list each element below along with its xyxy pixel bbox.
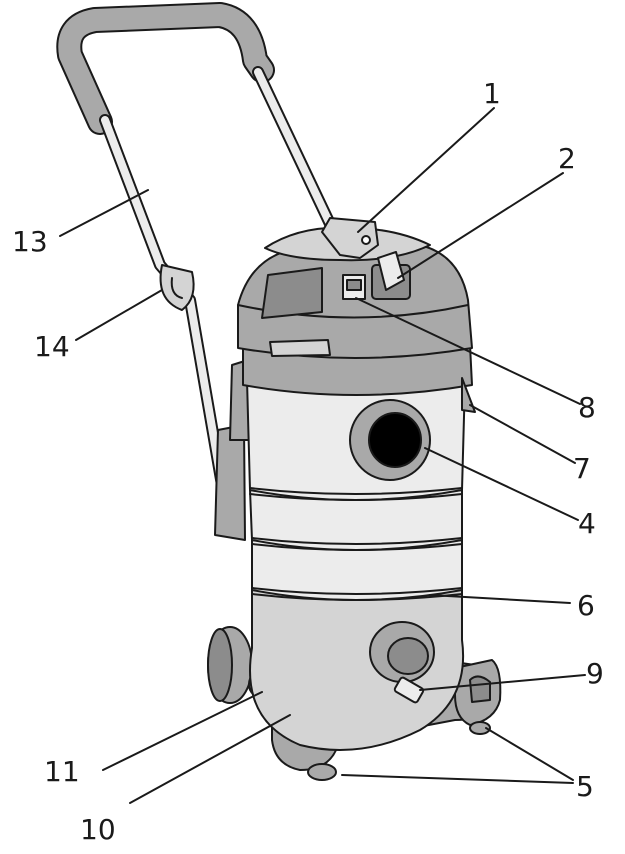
- callout-5: 5: [576, 770, 594, 803]
- callout-14: 14: [34, 330, 70, 363]
- rear-wheel: [207, 626, 253, 704]
- callout-8: 8: [578, 391, 596, 424]
- cable-hook: [159, 264, 195, 311]
- callout-10: 10: [80, 813, 116, 846]
- callout-7: 7: [573, 452, 591, 485]
- callout-1: 1: [483, 77, 501, 110]
- suction-inlet: [349, 399, 431, 481]
- callout-11: 11: [44, 755, 80, 788]
- power-socket: [371, 251, 411, 300]
- callout-4: 4: [578, 507, 596, 540]
- callout-9: 9: [586, 657, 604, 690]
- handle-bracket: [214, 424, 246, 541]
- callout-13: 13: [12, 225, 48, 258]
- leader-lines: [59, 107, 586, 804]
- callout-6: 6: [577, 589, 595, 622]
- carry-handle: [321, 217, 379, 259]
- blowing-port: [369, 621, 435, 704]
- callout-2: 2: [558, 142, 576, 175]
